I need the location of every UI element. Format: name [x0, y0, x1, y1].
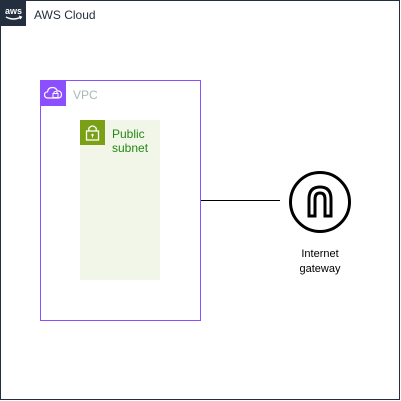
subnet-label-line-1: Public — [112, 127, 145, 141]
aws-logo-icon: aws — [1, 1, 26, 26]
public-subnet-label: Public subnet — [112, 127, 148, 155]
vpc-label: VPC — [73, 88, 98, 102]
vpc-cloud-icon — [41, 81, 66, 106]
gateway-label-line-1: Internet — [301, 248, 339, 260]
svg-text:aws: aws — [5, 6, 22, 16]
vpc-group: VPC — [40, 80, 201, 321]
public-subnet-group: Public subnet — [80, 120, 160, 280]
internet-gateway-label: Internet gateway — [280, 247, 360, 277]
vpc-to-gateway-connector — [201, 200, 280, 201]
aws-cloud-label: AWS Cloud — [34, 8, 96, 22]
lock-icon — [80, 120, 105, 145]
internet-gateway-icon — [288, 170, 352, 234]
gateway-label-line-2: gateway — [299, 263, 341, 275]
subnet-label-line-2: subnet — [112, 141, 149, 155]
